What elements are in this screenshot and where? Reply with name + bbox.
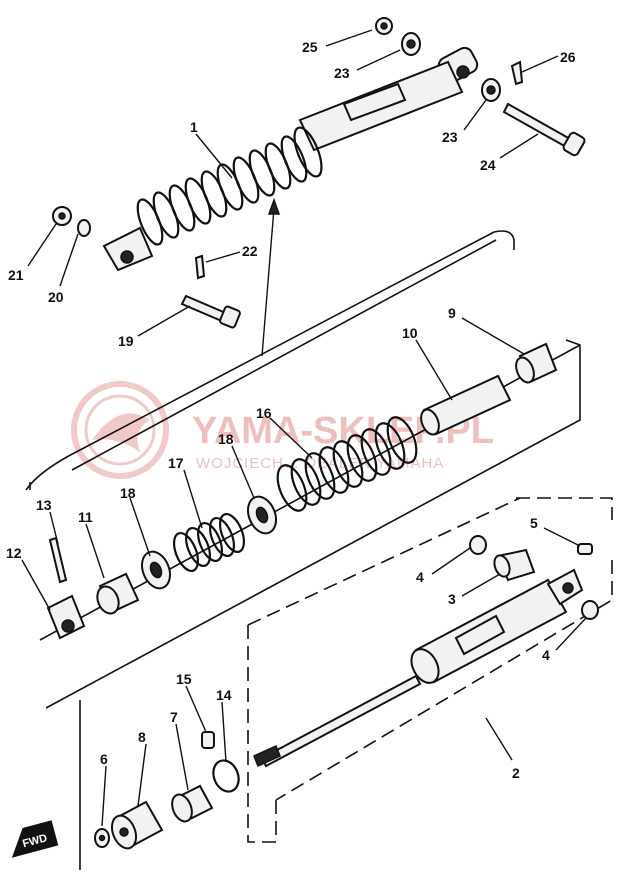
callout-26: 26 bbox=[560, 49, 576, 65]
part-5-bleed-screw bbox=[577, 543, 593, 555]
callout-9: 9 bbox=[448, 305, 456, 321]
callout-6: 6 bbox=[100, 751, 108, 767]
callout-14: 14 bbox=[216, 687, 232, 703]
part-16-main-spring bbox=[276, 416, 418, 512]
callout-16: 16 bbox=[256, 405, 272, 421]
callout-20: 20 bbox=[48, 289, 64, 305]
part-15-screw bbox=[201, 731, 215, 749]
callout-22: 22 bbox=[242, 243, 258, 259]
callout-13: 13 bbox=[36, 497, 52, 513]
part-1-spring bbox=[136, 126, 323, 246]
callout-18-upper: 18 bbox=[218, 431, 234, 447]
part-4-bushing-upper bbox=[469, 535, 487, 555]
part-4-bushing-lower bbox=[581, 600, 599, 620]
callout-numbers: 25 23 26 23 1 24 21 20 22 19 9 10 16 18 … bbox=[6, 39, 576, 781]
part-10-dust-tube bbox=[420, 374, 512, 436]
callout-21: 21 bbox=[8, 267, 24, 283]
assembly-arrow bbox=[261, 207, 275, 357]
part-9-bump-stop bbox=[515, 342, 558, 384]
callout-19: 19 bbox=[118, 333, 134, 349]
watermark-logo-icon bbox=[71, 381, 169, 479]
part-25-washer bbox=[375, 17, 393, 35]
callout-25: 25 bbox=[302, 39, 318, 55]
part-12-lower-eye bbox=[46, 594, 86, 640]
assembly-arrowhead bbox=[267, 197, 281, 215]
part-23-lower-bushing bbox=[481, 78, 501, 102]
part-20-washer bbox=[77, 219, 91, 237]
callout-12: 12 bbox=[6, 545, 22, 561]
part-13-clip bbox=[48, 536, 68, 584]
part-19-bolt bbox=[180, 294, 241, 329]
part-18-spring-seat-lower bbox=[141, 550, 171, 590]
callout-24: 24 bbox=[480, 157, 496, 173]
callout-2: 2 bbox=[512, 765, 520, 781]
callout-3: 3 bbox=[448, 591, 456, 607]
callout-4-upper: 4 bbox=[416, 569, 424, 585]
callout-17: 17 bbox=[168, 455, 184, 471]
part-1-shock-assembly bbox=[102, 46, 479, 272]
part-18-spring-seat-upper bbox=[247, 495, 277, 535]
callout-5: 5 bbox=[530, 515, 538, 531]
part-17-secondary-spring bbox=[172, 512, 246, 573]
fwd-arrow-icon: FWD bbox=[11, 820, 59, 858]
callout-23-upper: 23 bbox=[334, 65, 350, 81]
part-26-cotter-pin bbox=[510, 60, 524, 86]
callout-11: 11 bbox=[78, 509, 93, 525]
part-11-adjuster-ring bbox=[96, 572, 140, 615]
part-8-damper-cap bbox=[110, 800, 164, 850]
part-24-mount-bolt bbox=[502, 102, 586, 157]
part-21-nut bbox=[52, 206, 72, 226]
part-14-circlip bbox=[212, 759, 240, 793]
part-7-adjuster bbox=[171, 784, 214, 823]
callout-15: 15 bbox=[176, 671, 192, 687]
part-22-cotter-pin bbox=[194, 254, 206, 280]
part-23-upper-bushing bbox=[401, 32, 421, 56]
part-3-collar bbox=[493, 548, 536, 582]
part-2-damper-body bbox=[253, 568, 584, 768]
callout-7: 7 bbox=[170, 709, 178, 725]
callout-10: 10 bbox=[402, 325, 418, 341]
spring-components-frame bbox=[25, 230, 581, 709]
callout-8: 8 bbox=[138, 729, 146, 745]
leader-lines bbox=[21, 29, 587, 827]
damper-unit-frame bbox=[247, 497, 613, 843]
callout-23-lower: 23 bbox=[442, 129, 458, 145]
callout-1: 1 bbox=[190, 119, 198, 135]
part-6-washer bbox=[94, 828, 110, 848]
callout-4-lower: 4 bbox=[542, 647, 550, 663]
callout-18-lower: 18 bbox=[120, 485, 136, 501]
